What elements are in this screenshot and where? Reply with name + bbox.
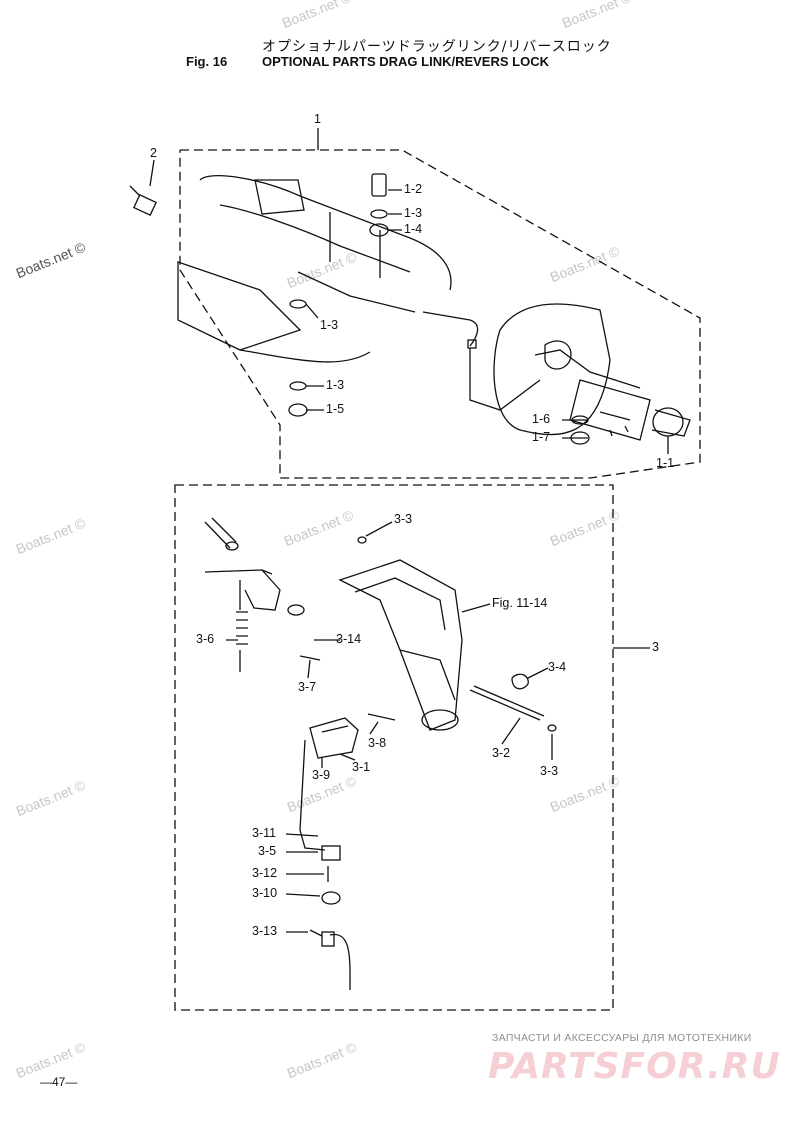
pin-3-13 bbox=[309, 929, 323, 937]
collar-3-10 bbox=[321, 891, 341, 905]
grease-fitting-2 bbox=[133, 193, 157, 217]
bracket-outline bbox=[177, 175, 452, 363]
washer-1-3-third bbox=[289, 381, 307, 391]
fitting-tip bbox=[129, 185, 141, 197]
callout-1-7: 1-7 bbox=[532, 430, 551, 444]
main-bracket bbox=[338, 559, 463, 731]
callout-3-10: 3-10 bbox=[252, 886, 278, 900]
bracket-bore bbox=[421, 709, 459, 731]
pin-3-7 bbox=[299, 655, 321, 661]
bolt-1-2 bbox=[371, 173, 387, 197]
bracket-ribs bbox=[254, 179, 381, 278]
callout-3-14: 3-14 bbox=[336, 632, 362, 646]
washer-mid bbox=[287, 604, 305, 616]
callout-3-3: 3-3 bbox=[540, 764, 559, 778]
page-number: —47— bbox=[40, 1075, 78, 1089]
lock-block-3-1 bbox=[309, 717, 359, 759]
nut-1-5 bbox=[288, 403, 308, 417]
lock-plate bbox=[569, 379, 651, 441]
callout-2: 2 bbox=[150, 146, 157, 160]
header-title-en: OPTIONAL PARTS DRAG LINK/REVERS LOCK bbox=[262, 54, 549, 69]
washer-1-3 bbox=[370, 209, 388, 219]
callout-1-1: 1-1 bbox=[656, 456, 675, 470]
rod-3-11 bbox=[299, 739, 326, 851]
connecting-link bbox=[469, 348, 541, 411]
steering-shaft bbox=[534, 340, 641, 389]
callout-1-6: 1-6 bbox=[532, 412, 551, 426]
callout-1-5: 1-5 bbox=[326, 402, 345, 416]
rod-lower bbox=[329, 933, 351, 991]
header-title-jp: オプショナルパーツドラッグリンク/リバースロック bbox=[262, 39, 612, 55]
callout-3-5: 3-5 bbox=[258, 844, 277, 858]
assembly-1-outline bbox=[179, 149, 701, 479]
tiller-rod bbox=[297, 271, 479, 347]
callout-3-4: 3-4 bbox=[548, 660, 567, 674]
callout-1-3: 1-3 bbox=[320, 318, 339, 332]
pin-top bbox=[204, 517, 237, 549]
callout-3-3: 3-3 bbox=[394, 512, 413, 526]
block-3-5 bbox=[321, 845, 341, 861]
figure-number: Fig. 16 bbox=[186, 54, 228, 69]
washer-1-3-lower bbox=[289, 299, 307, 309]
brand-logo: PARTSFOR.RU bbox=[488, 1046, 781, 1087]
callout-3-8: 3-8 bbox=[368, 736, 387, 750]
pin-3-8 bbox=[367, 713, 396, 721]
clip-3-3 bbox=[547, 724, 557, 732]
callout-1-3: 1-3 bbox=[404, 206, 423, 220]
callout-1: 1 bbox=[314, 112, 321, 126]
assembly-3-outline bbox=[174, 484, 614, 1011]
brand-tagline: ЗАПЧАСТИ И АКСЕССУАРЫ ДЛЯ МОТОТЕХНИКИ bbox=[492, 1032, 752, 1044]
knob-1-1 bbox=[652, 407, 684, 437]
spring-3-4 bbox=[511, 673, 529, 690]
callout-3-6: 3-6 bbox=[196, 632, 215, 646]
steering-housing bbox=[493, 303, 611, 436]
callout-3-9: 3-9 bbox=[312, 768, 331, 782]
lever-bracket bbox=[204, 569, 281, 611]
callout-3-7: 3-7 bbox=[298, 680, 317, 694]
callout-3-11: 3-11 bbox=[252, 826, 277, 840]
spring-3-6 bbox=[236, 580, 248, 672]
callout-3: 3 bbox=[652, 640, 659, 654]
callout-1-2: 1-2 bbox=[404, 182, 423, 196]
callout-1-4: 1-4 bbox=[404, 222, 423, 236]
callout-fig-11-14: Fig. 11-14 bbox=[492, 596, 548, 610]
rod-end bbox=[467, 339, 477, 349]
clip-3-3-top bbox=[357, 536, 367, 544]
knob-body bbox=[651, 409, 691, 437]
washer-top bbox=[225, 541, 239, 551]
block-lower bbox=[321, 931, 335, 947]
callout-3-2: 3-2 bbox=[492, 746, 511, 760]
shaft-3-2 bbox=[469, 685, 545, 721]
callout-3-12: 3-12 bbox=[252, 866, 278, 880]
callout-1-3: 1-3 bbox=[326, 378, 345, 392]
callout-3-1: 3-1 bbox=[352, 760, 371, 774]
callout-3-13: 3-13 bbox=[252, 924, 278, 938]
